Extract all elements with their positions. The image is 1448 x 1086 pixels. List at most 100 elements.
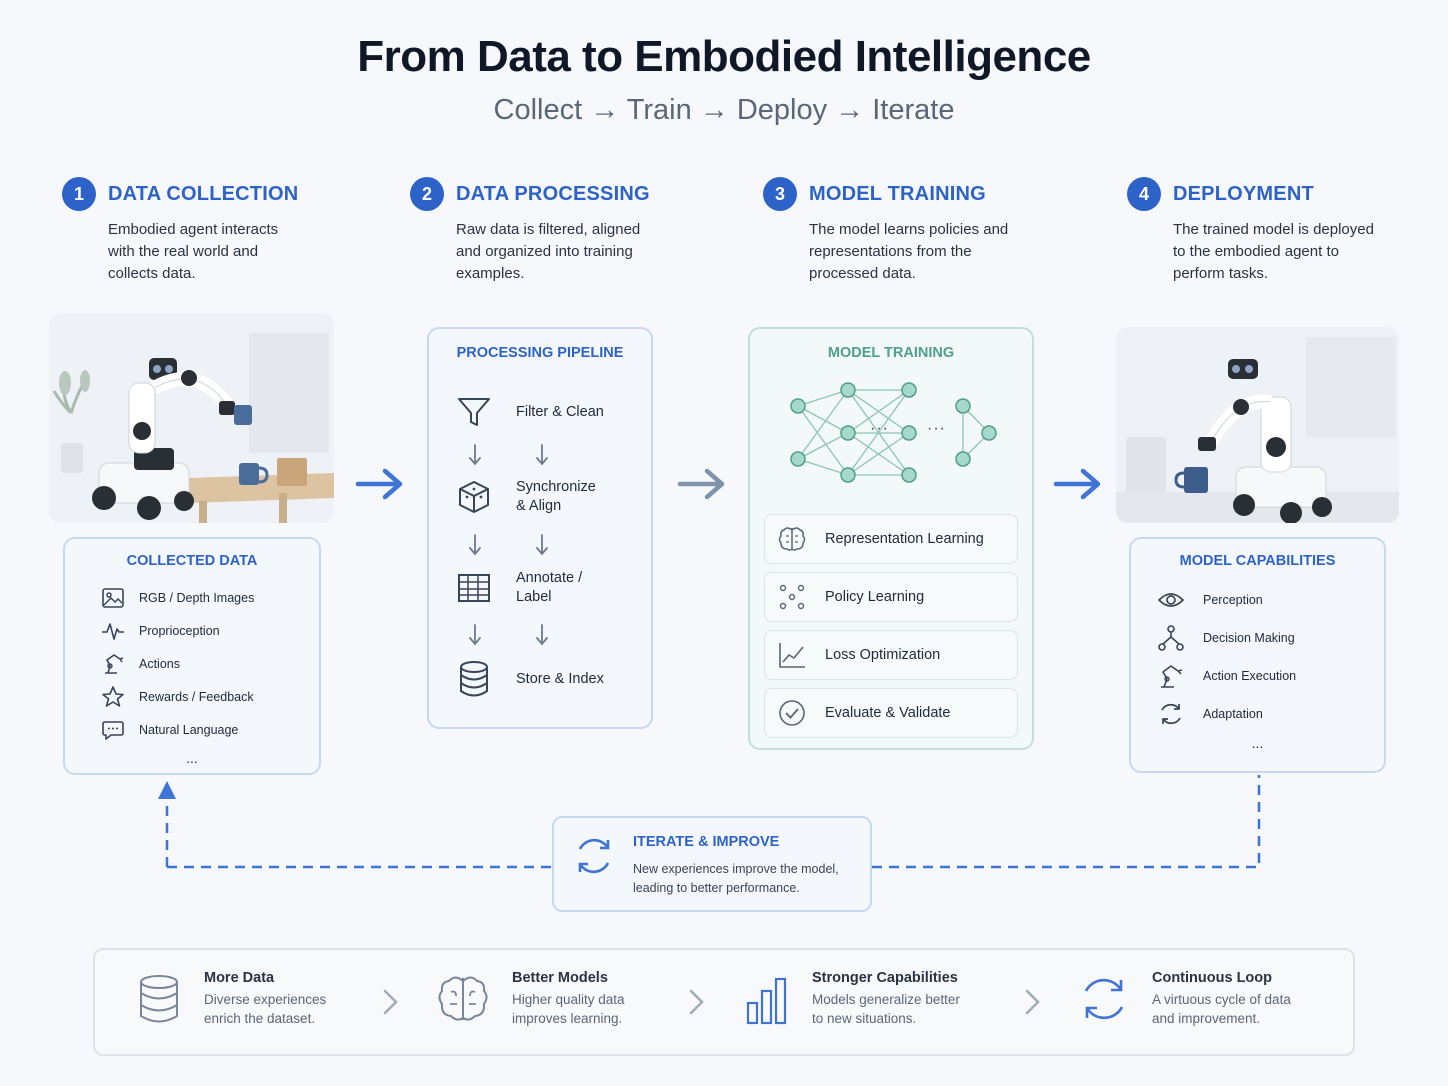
pipeline-step: Store & Index <box>456 660 604 698</box>
step-description: Embodied agent interacts with the real w… <box>108 221 279 282</box>
network-ellipsis: ··· <box>927 420 946 437</box>
capabilities-title: MODEL CAPABILITIES <box>1179 553 1336 569</box>
table-grid-icon <box>456 570 492 606</box>
robot-deployed-image <box>1116 327 1399 523</box>
cube-icon <box>456 479 492 515</box>
step-number: 3 <box>763 177 797 211</box>
more-indicator: ... <box>1251 735 1264 751</box>
step-description: The trained model is deployed to the emb… <box>1173 221 1374 282</box>
brain-icon <box>436 973 490 1025</box>
step-title: DATA COLLECTION <box>108 182 299 205</box>
refresh-icon <box>1157 701 1185 727</box>
list-item-label: Adaptation <box>1203 707 1263 721</box>
chevron-right-icon <box>686 988 706 1021</box>
list-item-label: Actions <box>139 656 180 671</box>
step-title: DATA PROCESSING <box>456 182 650 205</box>
list-item-label: Proprioception <box>139 623 220 638</box>
step-number: 1 <box>62 177 96 211</box>
database-icon <box>136 973 182 1025</box>
pipeline-step-label: Store & Index <box>516 671 604 687</box>
pipeline-step-label: Filter & Clean <box>516 404 604 420</box>
benefit-description: Higher quality data improves learning. <box>512 992 625 1026</box>
training-title: MODEL TRAINING <box>827 345 955 361</box>
page-subtitle: Collect → Train → Deploy → Iterate <box>493 94 955 126</box>
more-indicator: ... <box>186 750 198 766</box>
brain-icon <box>777 524 807 554</box>
training-item-label: Evaluate & Validate <box>825 705 951 721</box>
benefit-item: Stronger Capabilities Models generalize … <box>744 970 960 1028</box>
collected-data-title: COLLECTED DATA <box>126 553 258 569</box>
list-item: Proprioception <box>101 614 319 647</box>
list-item: Action Execution <box>1157 657 1384 695</box>
step-number: 2 <box>410 177 444 211</box>
page-title: From Data to Embodied Intelligence <box>357 32 1091 81</box>
list-item-label: Action Execution <box>1203 669 1297 683</box>
list-item-label: Perception <box>1203 593 1263 607</box>
step-3: 3 MODEL TRAINING The model learns polici… <box>763 177 1024 285</box>
benefit-title: More Data <box>204 970 275 986</box>
training-item-label: Policy Learning <box>825 589 925 605</box>
step-description: The model learns policies and representa… <box>809 221 1009 282</box>
pipeline-title: PROCESSING PIPELINE <box>456 345 624 361</box>
database-icon <box>456 660 492 698</box>
pipeline-step: Annotate / Label <box>456 569 582 607</box>
step-title: DEPLOYMENT <box>1173 182 1314 205</box>
training-item: Loss Optimization <box>764 630 1018 680</box>
flow-arrow-icon <box>355 466 405 507</box>
collected-data-card: COLLECTED DATA RGB / Depth Images Propri… <box>63 537 321 775</box>
feedback-loop-arrow <box>150 775 1280 880</box>
star-icon <box>101 685 125 709</box>
step-1: 1 DATA COLLECTION Embodied agent interac… <box>62 177 298 285</box>
iterate-description: New experiences improve the model, leadi… <box>633 862 839 895</box>
benefit-title: Better Models <box>512 970 608 986</box>
pipeline-step: Synchronize & Align <box>456 478 596 516</box>
step-number: 4 <box>1127 177 1161 211</box>
pipeline-step: Filter & Clean <box>456 394 604 430</box>
list-item-label: RGB / Depth Images <box>139 590 255 605</box>
image-icon <box>101 586 125 610</box>
pipeline-step-label: Synchronize & Align <box>516 479 596 514</box>
list-item-label: Rewards / Feedback <box>139 689 254 704</box>
benefit-item: Continuous Loop A virtuous cycle of data… <box>1078 970 1291 1028</box>
branch-icon <box>1157 625 1185 651</box>
cycle-icon <box>1078 973 1130 1025</box>
benefit-item: More Data Diverse experiences enrich the… <box>136 970 326 1028</box>
list-item: Natural Language <box>101 713 319 746</box>
chat-bubble-icon <box>101 718 125 742</box>
list-item-label: Decision Making <box>1203 631 1295 645</box>
chevron-right-icon <box>380 988 400 1021</box>
step-title: MODEL TRAINING <box>809 182 986 205</box>
list-item: RGB / Depth Images <box>101 581 319 614</box>
benefits-bar <box>93 948 1355 1056</box>
cycle-icon <box>572 834 616 883</box>
benefit-title: Stronger Capabilities <box>812 970 958 986</box>
list-item: Perception <box>1157 581 1384 619</box>
benefit-item: Better Models Higher quality data improv… <box>436 970 625 1028</box>
network-ellipsis: ··· <box>870 420 889 437</box>
training-item: Representation Learning <box>764 514 1018 564</box>
processing-pipeline-card: PROCESSING PIPELINE <box>427 327 653 729</box>
list-item: Decision Making <box>1157 619 1384 657</box>
eye-icon <box>1157 588 1185 612</box>
line-chart-icon <box>777 640 807 670</box>
robot-arm-icon <box>101 652 125 676</box>
iterate-title: ITERATE & IMPROVE <box>633 834 780 850</box>
pulse-icon <box>101 619 125 643</box>
step-description: Raw data is filtered, aligned and organi… <box>456 221 641 282</box>
training-item: Policy Learning <box>764 572 1018 622</box>
benefit-description: Models generalize better to new situatio… <box>812 992 960 1026</box>
neural-network-icon <box>784 378 1004 493</box>
robot-collecting-image <box>49 313 334 523</box>
list-item: Actions <box>101 647 319 680</box>
step-4: 4 DEPLOYMENT The trained model is deploy… <box>1127 177 1388 285</box>
iterate-card: ITERATE & IMPROVE New experiences improv… <box>552 816 872 912</box>
training-item-label: Loss Optimization <box>825 647 941 663</box>
robot-arm-icon <box>1157 663 1185 689</box>
list-item: Adaptation <box>1157 695 1384 733</box>
step-2: 2 DATA PROCESSING Raw data is filtered, … <box>410 177 651 285</box>
training-item-label: Representation Learning <box>825 531 984 547</box>
benefit-title: Continuous Loop <box>1152 970 1272 986</box>
filter-icon <box>456 394 492 430</box>
chevron-right-icon <box>1022 988 1042 1021</box>
list-item: Rewards / Feedback <box>101 680 319 713</box>
